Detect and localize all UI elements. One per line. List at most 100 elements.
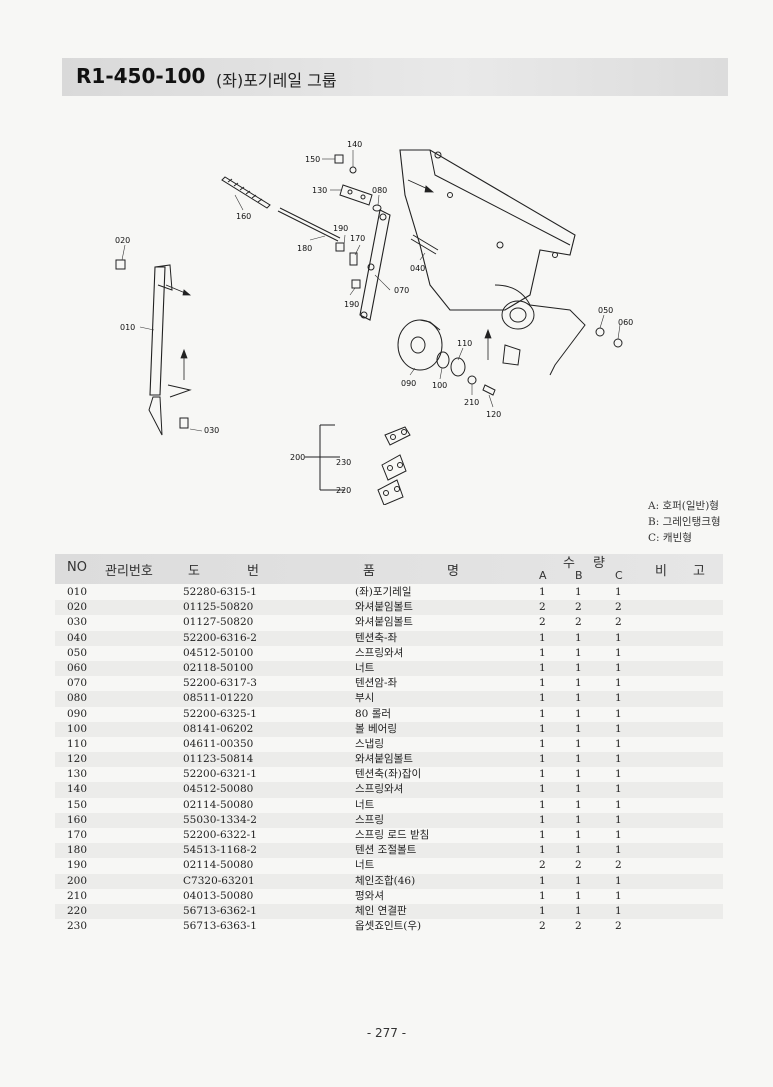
part-name: 스냅링 — [355, 737, 384, 750]
part-number: 020 — [67, 601, 88, 614]
header-qty-c: C — [615, 569, 623, 582]
part-number: 010 — [67, 586, 88, 598]
qty-a: 1 — [539, 783, 546, 796]
qty-b: 2 — [575, 920, 582, 933]
qty-a: 1 — [539, 889, 546, 902]
drawing-number: 01123-50814 — [183, 753, 254, 766]
qty-c: 1 — [615, 692, 622, 705]
part-number: 080 — [67, 692, 88, 705]
qty-a: 2 — [539, 601, 546, 614]
header-dwg-1: 도 — [188, 564, 200, 579]
part-name: 와셔붙임볼트 — [355, 601, 413, 614]
drawing-number: 04013-50080 — [183, 889, 254, 902]
header-name-1: 품 — [363, 564, 375, 579]
qty-a: 1 — [539, 692, 546, 705]
drawing-number: 02118-50100 — [183, 661, 254, 674]
qty-a: 1 — [539, 646, 546, 659]
group-code: R1-450-100 — [76, 64, 206, 88]
label-230: 230 — [336, 458, 351, 467]
qty-a: 1 — [539, 707, 546, 720]
qty-c: 1 — [615, 722, 622, 735]
qty-a: 1 — [539, 631, 546, 644]
part-name: 텐션축(좌)잡이 — [355, 768, 422, 781]
label-170: 170 — [350, 234, 365, 243]
header-name-2: 명 — [447, 564, 459, 579]
label-160: 160 — [236, 212, 251, 221]
label-150: 150 — [305, 155, 320, 164]
qty-b: 1 — [575, 889, 582, 902]
part-name: 스프링와셔 — [355, 646, 404, 659]
part-name: 부시 — [355, 692, 375, 705]
drawing-number: 52200-6325-1 — [183, 707, 257, 720]
qty-c: 1 — [615, 707, 622, 720]
qty-b: 2 — [575, 616, 582, 629]
label-190-lower: 190 — [344, 300, 359, 309]
qty-b: 1 — [575, 798, 582, 811]
part-number: 180 — [67, 844, 88, 857]
part-number: 130 — [67, 768, 88, 781]
qty-c: 1 — [615, 677, 622, 690]
qty-c: 1 — [615, 874, 622, 887]
part-name: 텐션암-좌 — [355, 677, 398, 690]
header-no: NO — [67, 560, 87, 575]
qty-c: 1 — [615, 631, 622, 644]
drawing-number: 52200-6322-1 — [183, 829, 257, 841]
part-name: 볼 베어링 — [355, 722, 397, 735]
qty-c: 1 — [615, 646, 622, 659]
part-name: 텐션축-좌 — [355, 631, 398, 644]
part-name: 체인 연결판 — [355, 904, 407, 917]
qty-a: 1 — [539, 661, 546, 674]
part-number: 230 — [67, 920, 88, 933]
label-070: 070 — [394, 286, 409, 295]
qty-b: 1 — [575, 753, 582, 766]
label-020: 020 — [115, 236, 130, 245]
drawing-number: 01125-50820 — [183, 601, 254, 614]
part-name: (좌)포기레일 — [355, 586, 412, 598]
qty-c: 1 — [615, 904, 622, 917]
qty-b: 1 — [575, 677, 582, 690]
qty-c: 1 — [615, 783, 622, 796]
part-number: 040 — [67, 631, 88, 644]
part-name: 너트 — [355, 798, 375, 811]
label-180: 180 — [297, 244, 312, 253]
part-name: 평와셔 — [355, 889, 384, 902]
qty-b: 1 — [575, 586, 582, 598]
part-number: 200 — [67, 874, 88, 887]
label-140: 140 — [347, 140, 362, 149]
qty-a: 1 — [539, 904, 546, 917]
label-190-upper: 190 — [333, 224, 348, 233]
legend-b: B: 그레인탱크형 — [648, 516, 721, 528]
part-number: 170 — [67, 829, 88, 841]
qty-c: 1 — [615, 813, 622, 826]
qty-b: 1 — [575, 646, 582, 659]
qty-a: 2 — [539, 616, 546, 629]
part-number: 160 — [67, 813, 88, 826]
qty-a: 1 — [539, 737, 546, 750]
drawing-number: 54513-1168-2 — [183, 844, 257, 857]
qty-a: 2 — [539, 920, 546, 933]
label-090: 090 — [401, 379, 416, 388]
qty-b: 1 — [575, 768, 582, 781]
qty-a: 1 — [539, 813, 546, 826]
title-bar: R1-450-100 (좌)포기레일 그룹 — [62, 58, 728, 96]
part-number: 140 — [67, 783, 88, 796]
drawing-number: C7320-63201 — [183, 874, 255, 887]
header-qty-1: 수 — [563, 556, 575, 571]
part-name: 옵셋죠인트(우) — [355, 920, 422, 933]
label-060: 060 — [618, 318, 633, 327]
